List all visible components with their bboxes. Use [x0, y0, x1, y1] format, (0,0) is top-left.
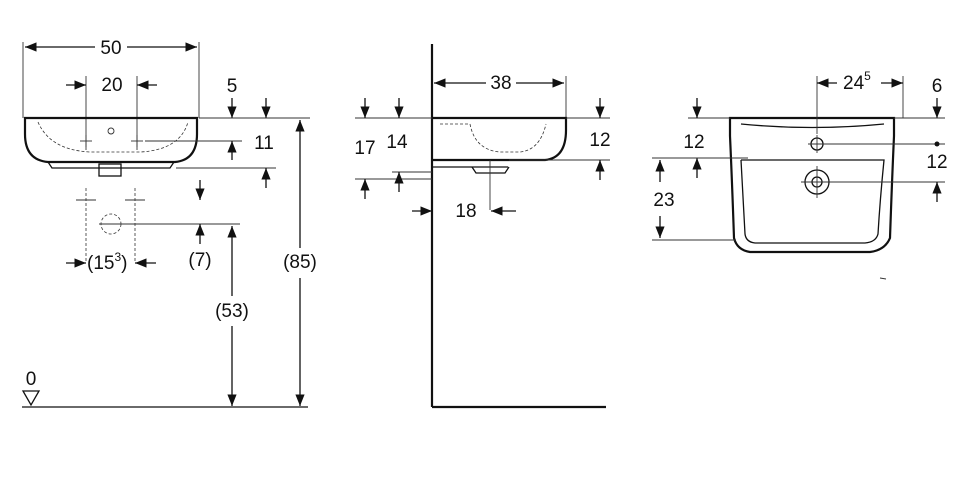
tap-to-drain-label: 12 — [926, 152, 947, 173]
basin-front-outline — [23, 116, 199, 164]
basin-top-rim — [740, 123, 885, 129]
trap-width-value: 15 — [93, 253, 114, 274]
trap-close-paren: ) — [121, 253, 127, 274]
tap-x-superscript: 5 — [864, 69, 871, 83]
trap-width-label: (153) — [87, 250, 127, 274]
total-height-label: (85) — [283, 252, 317, 273]
trap-width-superscript: 3 — [114, 250, 121, 264]
inner-height-label: 14 — [386, 132, 408, 153]
basin-side-hidden-line — [440, 123, 547, 153]
top-gap-label: 12 — [683, 132, 704, 153]
basin-bowl-hidden-line — [37, 121, 189, 153]
rim-offset-label: 5 — [227, 76, 238, 97]
outer-height-label: 17 — [354, 138, 375, 159]
trap-open-paren: ( — [87, 253, 94, 274]
rim-height-label: 11 — [254, 133, 274, 154]
trap-drop-label: (7) — [188, 250, 211, 271]
depth-label: 38 — [490, 73, 511, 94]
basin-side-base — [431, 160, 508, 168]
side-drain-outlet — [471, 166, 510, 174]
overflow-hole — [107, 127, 115, 135]
drain-outlet — [98, 163, 122, 177]
front-width-label: 50 — [100, 38, 121, 59]
tap-x-value: 24 — [843, 73, 865, 94]
floor-level-label: 0 — [26, 369, 37, 390]
side-view: 38 17 14 12 18 — [354, 44, 611, 409]
front-taps-label: 20 — [101, 75, 122, 96]
basin-top-outline — [728, 116, 896, 254]
front-view: 50 20 5 11 (85) — [21, 38, 317, 408]
basin-base — [47, 161, 175, 169]
drain-height-label: (53) — [215, 301, 249, 322]
drain-offset-label: 18 — [455, 201, 476, 222]
floor-level-marker — [21, 390, 41, 407]
top-view: 245 6 12 23 12 — [652, 69, 948, 280]
bowl-depth-label: 23 — [653, 190, 674, 211]
basin-top-bowl — [740, 159, 885, 244]
tap-x-label: 245 — [843, 69, 871, 94]
right-gap-label: 6 — [932, 76, 943, 97]
side-rim-label: 12 — [589, 130, 610, 151]
